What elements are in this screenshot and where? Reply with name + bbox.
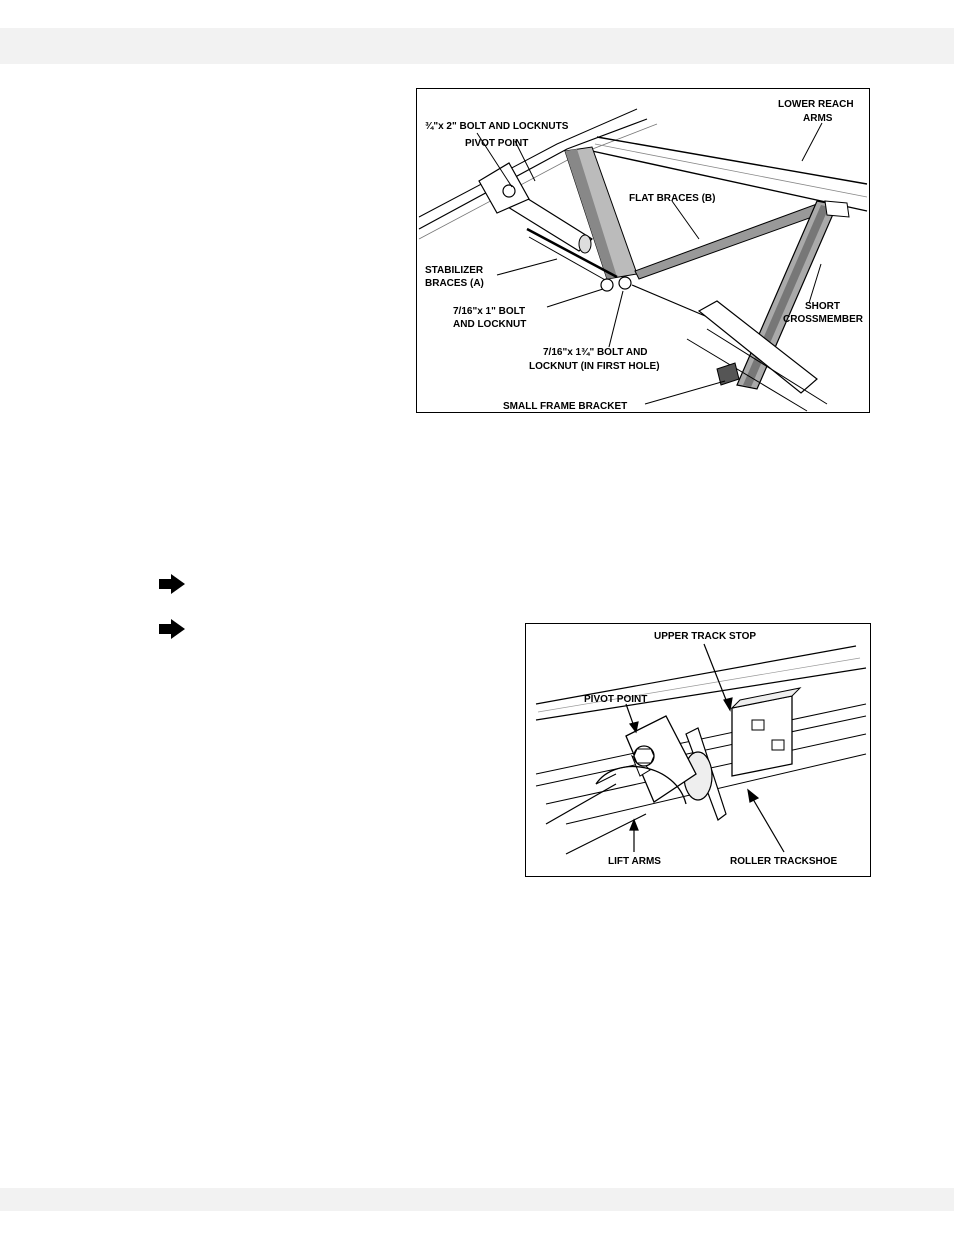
long-bolt-label-line2: LOCKNUT (IN FIRST HOLE): [529, 361, 660, 372]
small-frame-bracket-label: SMALL FRAME BRACKET: [503, 401, 627, 412]
lift-arm-figure: UPPER TRACK STOP PIVOT POINT LIFT ARMS R…: [525, 623, 871, 877]
lift-arm-illustration: UPPER TRACK STOP PIVOT POINT LIFT ARMS R…: [535, 631, 867, 867]
header-band: [0, 28, 954, 64]
lower-reach-label-line1: LOWER REACH: [778, 99, 854, 110]
long-bolt-label-line1: 7/16"x 1¾" BOLT AND: [543, 347, 648, 358]
lift-arms-label: LIFT ARMS: [608, 856, 661, 867]
upper-track-stop-label: UPPER TRACK STOP: [654, 631, 756, 642]
arrow-right-icon: [159, 619, 185, 639]
bracing-illustration: ¾"x 2" BOLT AND LOCKNUTS PIVOT POINT LOW…: [418, 99, 868, 412]
pivot-point-label: PIVOT POINT: [584, 694, 647, 705]
short-bolt-label-line2: AND LOCKNUT: [453, 319, 526, 330]
short-crossmember-label-line1: SHORT: [805, 301, 840, 312]
footer-band: [0, 1188, 954, 1211]
stabilizer-braces-label-line1: STABILIZER: [425, 265, 484, 276]
short-crossmember-label-line2: CROSSMEMBER: [783, 314, 864, 325]
short-bolt-label-line1: 7/16"x 1" BOLT: [453, 306, 525, 317]
lower-reach-label-line2: ARMS: [803, 113, 833, 124]
flat-braces-label: FLAT BRACES (B): [629, 193, 715, 204]
stabilizer-braces-label-line2: BRACES (A): [425, 278, 484, 289]
pivot-point-label: PIVOT POINT: [465, 138, 528, 149]
roller-trackshoe-label: ROLLER TRACKSHOE: [730, 856, 838, 867]
bolt-locknuts-label: ¾"x 2" BOLT AND LOCKNUTS: [425, 121, 569, 132]
bracing-assembly-figure: ¾"x 2" BOLT AND LOCKNUTS PIVOT POINT LOW…: [416, 88, 870, 413]
arrow-right-icon: [159, 574, 185, 594]
